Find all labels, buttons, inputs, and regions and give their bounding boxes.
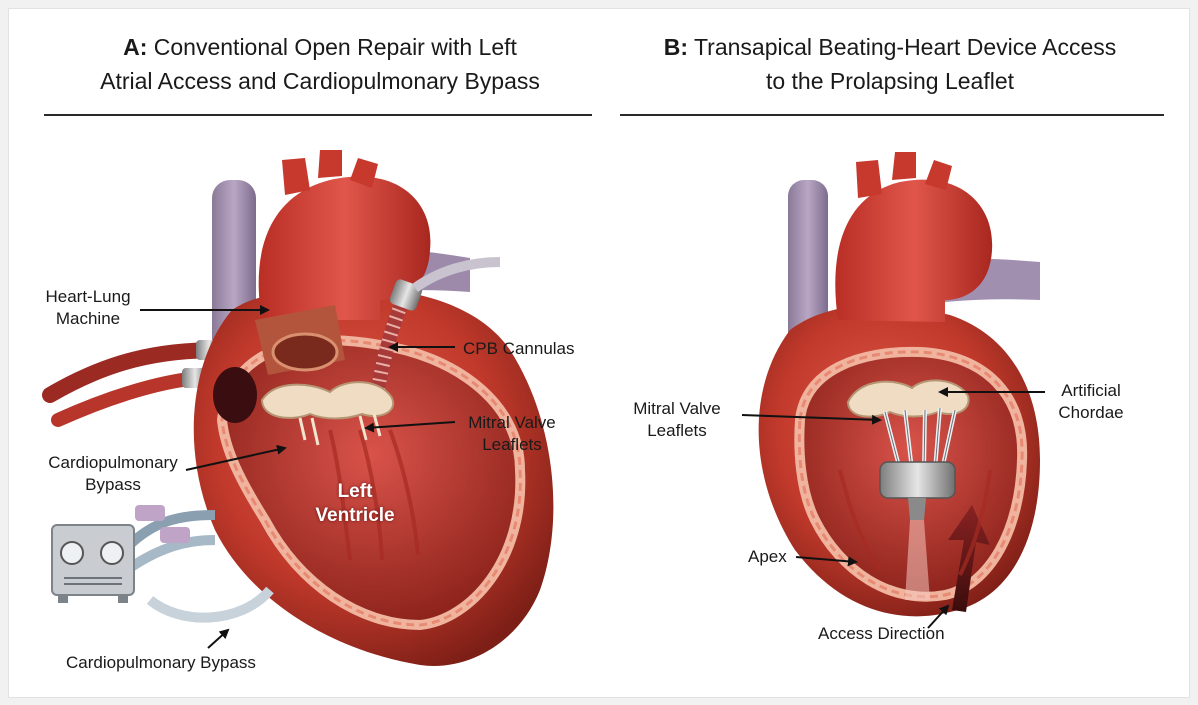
tube-clamp-3 (135, 505, 165, 521)
aorta-b (835, 180, 992, 322)
leader-cpb-bottom (208, 630, 228, 648)
machine-gauge-2 (101, 542, 123, 564)
label-apex-text: Apex (748, 547, 787, 566)
label-apex: Apex (748, 546, 787, 568)
tube-clamp-4 (160, 527, 190, 543)
label-cpb-upper-line1: Cardiopulmonary (48, 453, 177, 472)
machine-tube-3 (150, 590, 270, 618)
label-heart-lung-machine: Heart-Lung Machine (28, 286, 148, 330)
label-cpb-cannulas: CPB Cannulas (463, 338, 575, 360)
label-lv-line2: Ventricle (315, 505, 394, 526)
label-chordae-line2: Chordae (1058, 403, 1123, 422)
machine-stand-1 (58, 595, 68, 603)
label-cpb-cannulas-text: CPB Cannulas (463, 339, 575, 358)
device-body (880, 462, 955, 498)
label-access-direction: Access Direction (818, 623, 945, 645)
label-cpb-upper-line2: Bypass (85, 475, 141, 494)
atrial-incision (213, 367, 257, 423)
label-cardiopulmonary-bypass-lower: Cardiopulmonary Bypass (66, 652, 256, 674)
aortic-branch-5 (892, 152, 916, 180)
device-shaft (908, 498, 926, 520)
label-mitral-b-line1: Mitral Valve (633, 399, 721, 418)
label-artificial-chordae: Artificial Chordae (1046, 380, 1136, 424)
aortic-branch-4 (856, 160, 882, 198)
label-cpb-lower-text: Cardiopulmonary Bypass (66, 653, 256, 672)
label-mitral-valve-a: Mitral Valve Leaflets (452, 412, 572, 456)
label-mitral-a-line2: Leaflets (482, 435, 542, 454)
graft-opening (273, 334, 337, 370)
aortic-branch-1 (282, 158, 310, 195)
label-lv-line1: Left (338, 481, 373, 502)
panel-b-heart (759, 152, 1040, 616)
label-left-ventricle: Left Ventricle (300, 480, 410, 528)
aortic-branch-2 (318, 150, 342, 178)
label-mitral-valve-b: Mitral Valve Leaflets (612, 398, 742, 442)
label-heart-lung-line2: Machine (56, 309, 120, 328)
mitral-leaflets-b (848, 380, 969, 416)
label-mitral-a-line1: Mitral Valve (468, 413, 556, 432)
label-chordae-line1: Artificial (1061, 381, 1121, 400)
machine-gauge-1 (61, 542, 83, 564)
label-cardiopulmonary-bypass-upper: Cardiopulmonary Bypass (30, 452, 196, 496)
label-heart-lung-line1: Heart-Lung (45, 287, 130, 306)
label-access-direction-text: Access Direction (818, 624, 945, 643)
machine-stand-2 (118, 595, 128, 603)
label-mitral-b-line2: Leaflets (647, 421, 707, 440)
